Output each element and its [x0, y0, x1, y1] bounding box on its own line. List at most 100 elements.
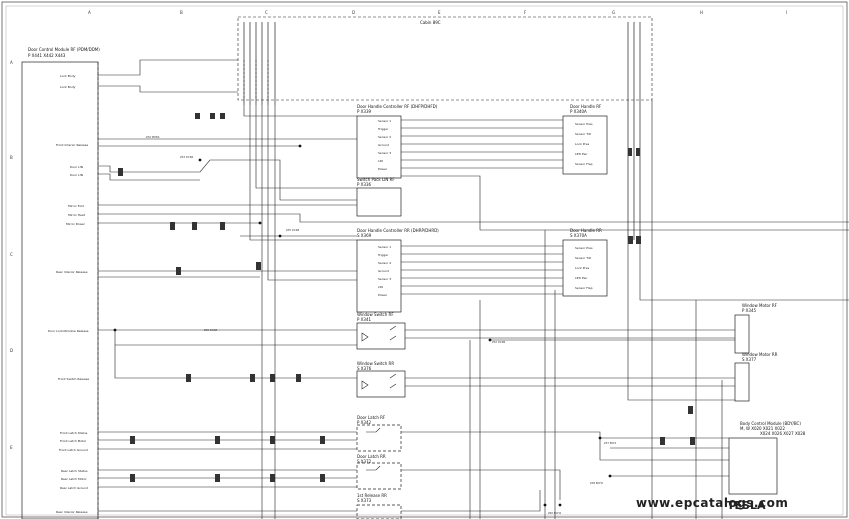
dhc-rr-pin: Trigger	[378, 253, 389, 257]
dh-rf-connector: P X340A	[570, 109, 587, 114]
dl-rr-connector: S X372	[357, 459, 372, 464]
watermark: www.epcatalogs.com	[636, 496, 789, 510]
dhc-rf-pin: Ground	[378, 143, 390, 147]
row-label: E	[10, 445, 13, 450]
column-label: H	[700, 10, 704, 15]
splice-label: Z36 DCN4	[204, 329, 218, 332]
dh-rf-pin: Sensor Tilt	[575, 132, 591, 136]
ddm-pin-label: Rear Latch Status	[61, 469, 88, 473]
ws-rf-box	[356, 322, 406, 350]
splice-label: Z37 BCHi	[604, 442, 617, 445]
ddm-pin-label: Front Latch Motor	[60, 439, 87, 443]
column-label: E	[438, 10, 441, 15]
column-label: G	[612, 10, 616, 15]
wm-rr-connector: S X377	[742, 357, 757, 362]
dh-rf-box	[562, 115, 608, 175]
dh-rr-connector: S X370A	[570, 233, 587, 238]
ws-rr-title: Window Switch RR	[357, 361, 395, 366]
watermark-brand: TESLA	[727, 499, 766, 512]
ddm-pin-label: Lock Body	[60, 85, 76, 89]
ws-rf-connector: P X341	[357, 317, 372, 322]
ws-rr-box	[356, 370, 406, 398]
switch-pack-connector: P X336	[357, 182, 372, 187]
dh-rr-pin: Sensor Pres	[575, 246, 593, 250]
dhc-rr-pin: Ground	[378, 269, 390, 273]
column-label: B	[180, 10, 183, 15]
dhc-rf-connector: P X339	[357, 109, 372, 114]
ddm-connectors: P X441 X442 X443	[28, 53, 66, 58]
dhc-rf-pin: Trigger	[378, 127, 389, 131]
splice-label: Z33 DCN2	[180, 156, 194, 159]
ddm-pin-label: Lock Body	[60, 74, 76, 78]
dh-rf-pin: LED Pwr	[575, 152, 588, 156]
row-label: D	[10, 348, 14, 353]
ddm-pin-label: Door Lock/Window Release	[48, 329, 89, 333]
bcm-box	[728, 437, 778, 495]
cabin-region	[237, 16, 653, 101]
switch-pack-title: Switch Pack LIN RF	[357, 177, 395, 182]
splice-label: Z35 DCN3	[286, 229, 300, 232]
ddm-title: Door Control Module RF (PDM/DDM)	[28, 47, 100, 52]
dhc-rr-pin: Sensor 3	[378, 277, 392, 281]
switch-pack-box	[356, 187, 402, 217]
dl-rf-title: Door Latch RF	[357, 415, 386, 420]
ddm-pin-label: Front Interior Release	[56, 143, 89, 147]
column-label: I	[786, 10, 788, 15]
dhc-rf-box	[356, 115, 402, 179]
dhc-rf-pin: Power	[378, 167, 388, 171]
wm-rf-connector: P X345	[742, 308, 757, 313]
dh-rf-pin: Sensor Pres	[575, 122, 593, 126]
bcm-connectors: M, W X020 X021 X022	[740, 426, 785, 431]
sr-connector: S X373	[357, 498, 372, 503]
dhc-rr-pin: Sensor 2	[378, 261, 392, 265]
dhc-rf-pin: Sensor 1	[378, 119, 392, 123]
column-label: F	[524, 10, 527, 15]
wm-rf-title: Window Motor RF	[742, 303, 777, 308]
dh-rf-title: Door Handle RF	[570, 104, 602, 109]
splice-label: Z40 BCH4	[548, 512, 562, 515]
dhc-rr-title: Door Handle Controller RR (DHRP/DHRD)	[357, 228, 439, 233]
dl-rf-connector: P X342	[357, 420, 372, 425]
ddm-pin-label: Rear Interior Release	[56, 270, 88, 274]
dhc-rf-pin: Sensor 3	[378, 151, 392, 155]
ddm-pin-label: Front Switch Release	[58, 377, 90, 381]
dh-rr-pin: Sensor Tilt	[575, 256, 591, 260]
ddm-pin-label: Mirror Power	[66, 222, 85, 226]
dl-rr-title: Door Latch RR	[357, 454, 386, 459]
row-label: B	[10, 155, 13, 160]
dl-rf-box	[356, 424, 402, 452]
ddm-pin-label: Front Latch Status	[60, 431, 88, 435]
dh-rf-pin: Lock Pres	[575, 142, 590, 146]
splice-label: Z38 BCH2	[590, 482, 604, 485]
row-label: C	[10, 252, 13, 257]
wm-rr-box	[734, 362, 750, 402]
column-label: A	[88, 10, 91, 15]
dh-rf-pin: Sensor Flap	[575, 162, 593, 166]
wm-rf-box	[734, 314, 750, 354]
ddm-pin-label: Rear Latch Motor	[61, 477, 87, 481]
dhc-rf-pin: Sensor 2	[378, 135, 392, 139]
ddm-pin-label: Mirror Heat	[68, 213, 85, 217]
ddm-pin-label: Mirror Fold	[68, 204, 84, 208]
ddm-pin-label: Rear Interior Release	[56, 510, 88, 514]
row-label: A	[10, 60, 13, 65]
ws-rr-connector: S X376	[357, 366, 372, 371]
dl-rr-box	[356, 462, 402, 490]
sr-title: 1st Release RR	[357, 493, 387, 498]
ddm-pin-label: Rear Latch Ground	[60, 486, 89, 490]
splice-label: Z32 PMDS	[146, 136, 160, 139]
dh-rr-title: Door Handle RR	[570, 228, 602, 233]
dh-rr-pin: LED Pwr	[575, 276, 588, 280]
bcm-connectors-2: X024 X026 X027 X028	[760, 431, 806, 436]
column-label: C	[265, 10, 268, 15]
dhc-rr-pin: Sensor 1	[378, 245, 392, 249]
bcm-title: Body Control Module (BDY/BC)	[740, 421, 801, 426]
column-label: D	[352, 10, 356, 15]
dhc-rr-pin: Power	[378, 293, 388, 297]
wm-rr-title: Window Motor RR	[742, 352, 778, 357]
dh-rr-box	[562, 239, 608, 297]
dhc-rf-pin: LIN	[378, 159, 383, 163]
dhc-rf-title: Door Handle Controller RF (DHFP/DHFD)	[357, 104, 438, 109]
ddm-box	[21, 61, 99, 519]
